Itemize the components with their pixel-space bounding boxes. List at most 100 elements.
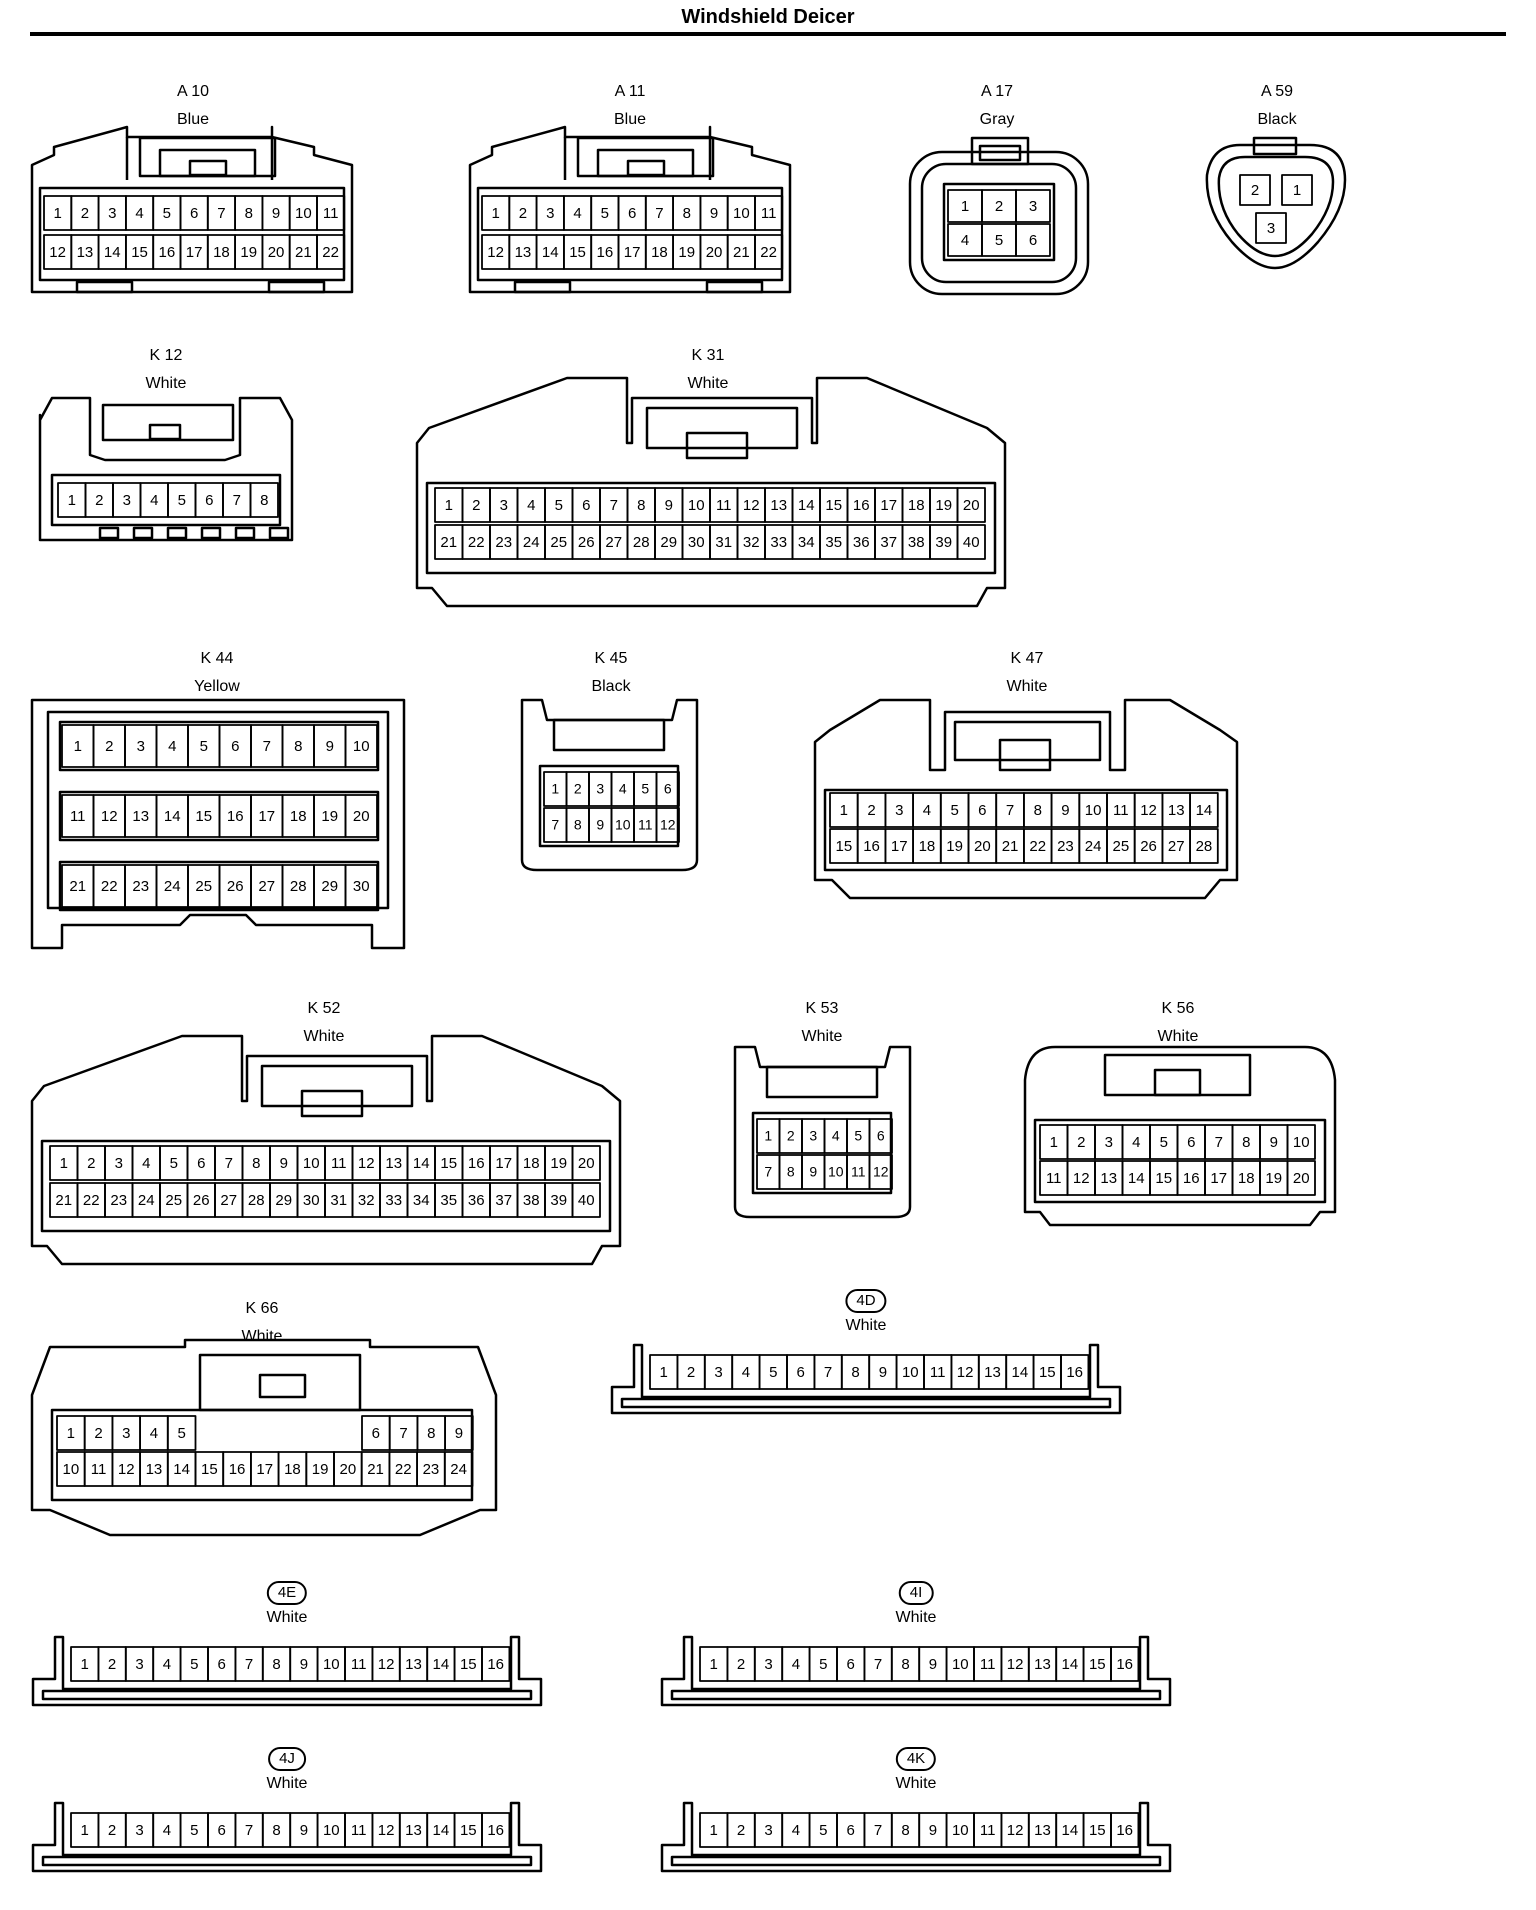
connector-color: Yellow	[194, 678, 240, 695]
pin-number: 7	[655, 205, 663, 222]
pin-cell	[344, 724, 378, 768]
connector-color: Gray	[979, 111, 1015, 128]
pin-number: 11	[638, 817, 653, 833]
pin-cell	[1286, 1124, 1316, 1160]
pin-number: 5	[601, 205, 609, 222]
latch	[101, 403, 235, 442]
pin-number: 1	[961, 198, 969, 215]
pin-number: 28	[248, 1192, 265, 1209]
pin-number: 14	[164, 808, 181, 825]
pin-number: 9	[596, 817, 604, 833]
pin-number: 28	[290, 878, 307, 895]
pin-number: 4	[619, 781, 627, 797]
pin-number: 20	[1293, 1170, 1310, 1187]
pin-cell	[1110, 1646, 1140, 1682]
latch	[953, 720, 1102, 762]
rail	[620, 1397, 1112, 1409]
pin-cell	[481, 1646, 511, 1682]
pin-number: 12	[101, 808, 118, 825]
pin-number: 4	[527, 497, 535, 514]
pin-frame	[38, 186, 346, 282]
connector-code: 4I	[898, 1581, 934, 1605]
pin-number: 23	[423, 1461, 440, 1478]
pin-number: 3	[500, 497, 508, 514]
pin-number: 24	[164, 878, 181, 895]
pin-number: 11	[351, 1656, 367, 1673]
pin-number: 6	[1029, 232, 1037, 249]
pin-number: 33	[770, 534, 787, 551]
pin-number: 23	[110, 1192, 127, 1209]
pin-frame	[1033, 1118, 1327, 1204]
pin-number: 11	[930, 1364, 946, 1381]
pin-number: 7	[217, 205, 225, 222]
connector-outline	[813, 698, 1239, 900]
pin-cell	[344, 794, 378, 838]
pin-number: 22	[83, 1192, 100, 1209]
pin-number: 15	[1089, 1822, 1106, 1839]
connector-color: White	[845, 1317, 887, 1334]
connector-code: K 53	[805, 1000, 839, 1017]
pin-number: 1	[764, 1128, 772, 1144]
pin-number: 4	[1132, 1134, 1140, 1151]
pin-number: 16	[1116, 1656, 1133, 1673]
pin-number: 10	[952, 1656, 969, 1673]
pin-number: 11	[91, 1461, 107, 1478]
pin-number: 4	[573, 205, 581, 222]
pin-number: 12	[118, 1461, 135, 1478]
pin-number: 18	[290, 808, 307, 825]
connector-code: 4E	[266, 1581, 308, 1605]
pin-number: 8	[683, 205, 691, 222]
connector-code: 4D	[845, 1289, 887, 1313]
pin-number: 37	[495, 1192, 512, 1209]
pin-number: 10	[323, 1656, 340, 1673]
pin-number: 6	[197, 1155, 205, 1172]
pin-number: 4	[150, 1425, 158, 1442]
pin-number: 14	[1196, 802, 1213, 819]
pin-number: 8	[901, 1656, 909, 1673]
pin-number: 4	[742, 1364, 750, 1381]
pin-cell	[1239, 174, 1271, 206]
pin-number: 17	[186, 244, 203, 261]
pin-number: 10	[952, 1822, 969, 1839]
pin-number: 13	[1034, 1656, 1051, 1673]
latch-tab	[148, 423, 182, 441]
rail	[670, 1855, 1162, 1867]
pin-number: 29	[321, 878, 338, 895]
pin-number: 21	[295, 244, 312, 261]
pin-number: 13	[132, 808, 149, 825]
latch-tab	[685, 431, 749, 460]
pin-number: 6	[978, 802, 986, 819]
connector-outline	[908, 150, 1090, 296]
pin-number: 16	[227, 808, 244, 825]
foot	[166, 526, 188, 540]
pin-number: 36	[468, 1192, 485, 1209]
pin-number: 27	[220, 1192, 237, 1209]
pin-cell	[1015, 223, 1051, 257]
pin-cell	[1189, 792, 1219, 828]
pin-number: 1	[840, 802, 848, 819]
pin-number: 3	[1029, 198, 1037, 215]
connector-code: K 12	[149, 347, 183, 364]
pin-number: 4	[923, 802, 931, 819]
latch-tab	[258, 1373, 307, 1399]
pin-number: 9	[455, 1425, 463, 1442]
connector-outline	[125, 137, 274, 180]
pin-number: 27	[605, 534, 622, 551]
pin-cell	[1060, 1354, 1090, 1390]
pin-number: 15	[460, 1822, 477, 1839]
pin-number: 25	[550, 534, 567, 551]
pin-number: 10	[323, 1822, 340, 1839]
title-divider	[30, 32, 1506, 36]
latch-tab	[188, 159, 228, 177]
pin-row	[58, 860, 380, 912]
connector-outline	[610, 1343, 1122, 1415]
pin-number: 11	[851, 1164, 866, 1180]
pin-number: 9	[879, 1364, 887, 1381]
connector-outline	[31, 1801, 543, 1873]
pin-number: 20	[268, 244, 285, 261]
pin-number: 12	[873, 1164, 889, 1180]
